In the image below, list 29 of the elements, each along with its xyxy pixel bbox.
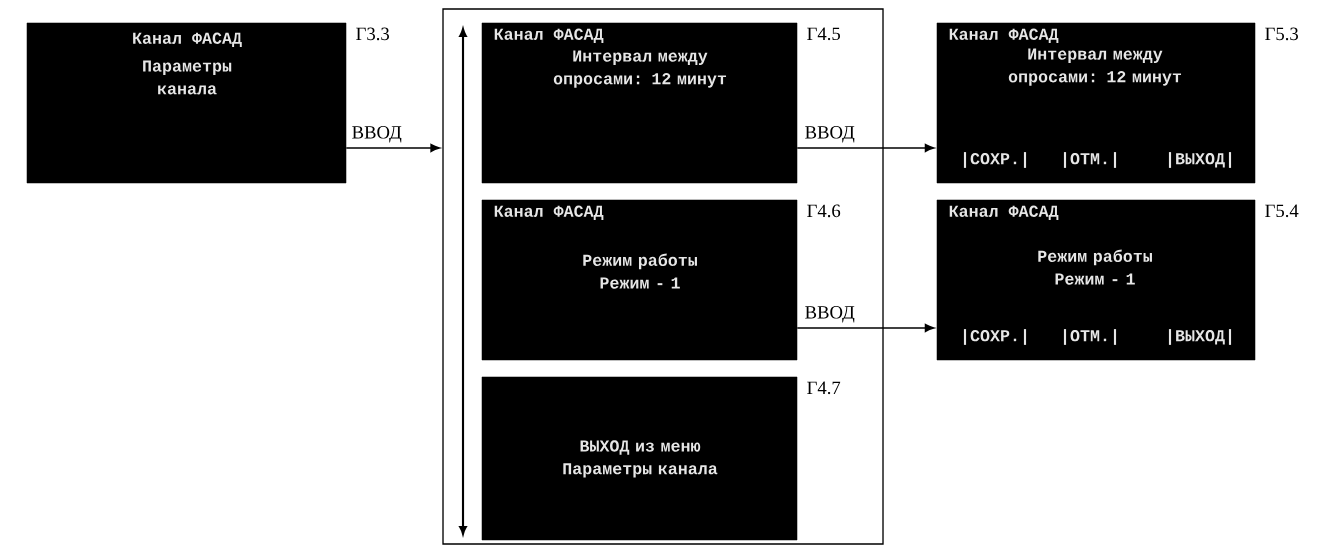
edge-label: ВВОД [350, 124, 404, 144]
arrow [345, 143, 440, 153]
node-label: |ВЫХОД| [1168, 152, 1232, 168]
node-label: |ВЫХОД| [1168, 329, 1232, 345]
display-screen: Канал ФАСАД Интервал между опросами: 12 минут [481, 22, 798, 184]
node-label: Режим работы Режим - 1 [1038, 249, 1152, 285]
display-screen: Канал ФАСАД Режим работы Режим - 1 [481, 199, 798, 361]
node-label: Канал ФАСАД [949, 28, 1059, 44]
edge-label: ВВОД [803, 124, 857, 144]
display-screen: ВЫХОД из меню Параметры канала [481, 376, 798, 541]
screen-label: Г4.6 [807, 204, 841, 218]
node-label: |ОТМ.| [1063, 152, 1117, 168]
edge-label: ВВОД [803, 304, 857, 324]
screen-label: Г5.4 [1265, 204, 1299, 218]
node-label: |СОХР.| [963, 152, 1027, 168]
screen-label: Г3.3 [356, 27, 389, 41]
screen-label: Г5.3 [1265, 27, 1298, 41]
display-screen: Канал ФАСАД Режим работы Режим - 1 |СОХР.| |ОТМ.| |ВЫХОД| [936, 199, 1256, 361]
node-label: Интервал между опросами: 12 минут [1008, 48, 1182, 86]
display-screen: Канал ФАСАД Параметры канала [26, 22, 347, 184]
screen-label: Г4.7 [807, 381, 841, 395]
arrow [796, 143, 935, 153]
group-frame [442, 8, 884, 545]
node-label: |ОТМ.| [1063, 329, 1117, 345]
display-screen: Канал ФАСАД Интервал между опросами: 12 минут |СОХР.| |ОТМ.| |ВЫХОД| [936, 22, 1256, 184]
arrow [796, 323, 935, 333]
node-label: |СОХР.| [963, 329, 1027, 345]
screen-label: Г4.5 [807, 27, 840, 41]
node-label: Канал ФАСАД [949, 205, 1059, 221]
